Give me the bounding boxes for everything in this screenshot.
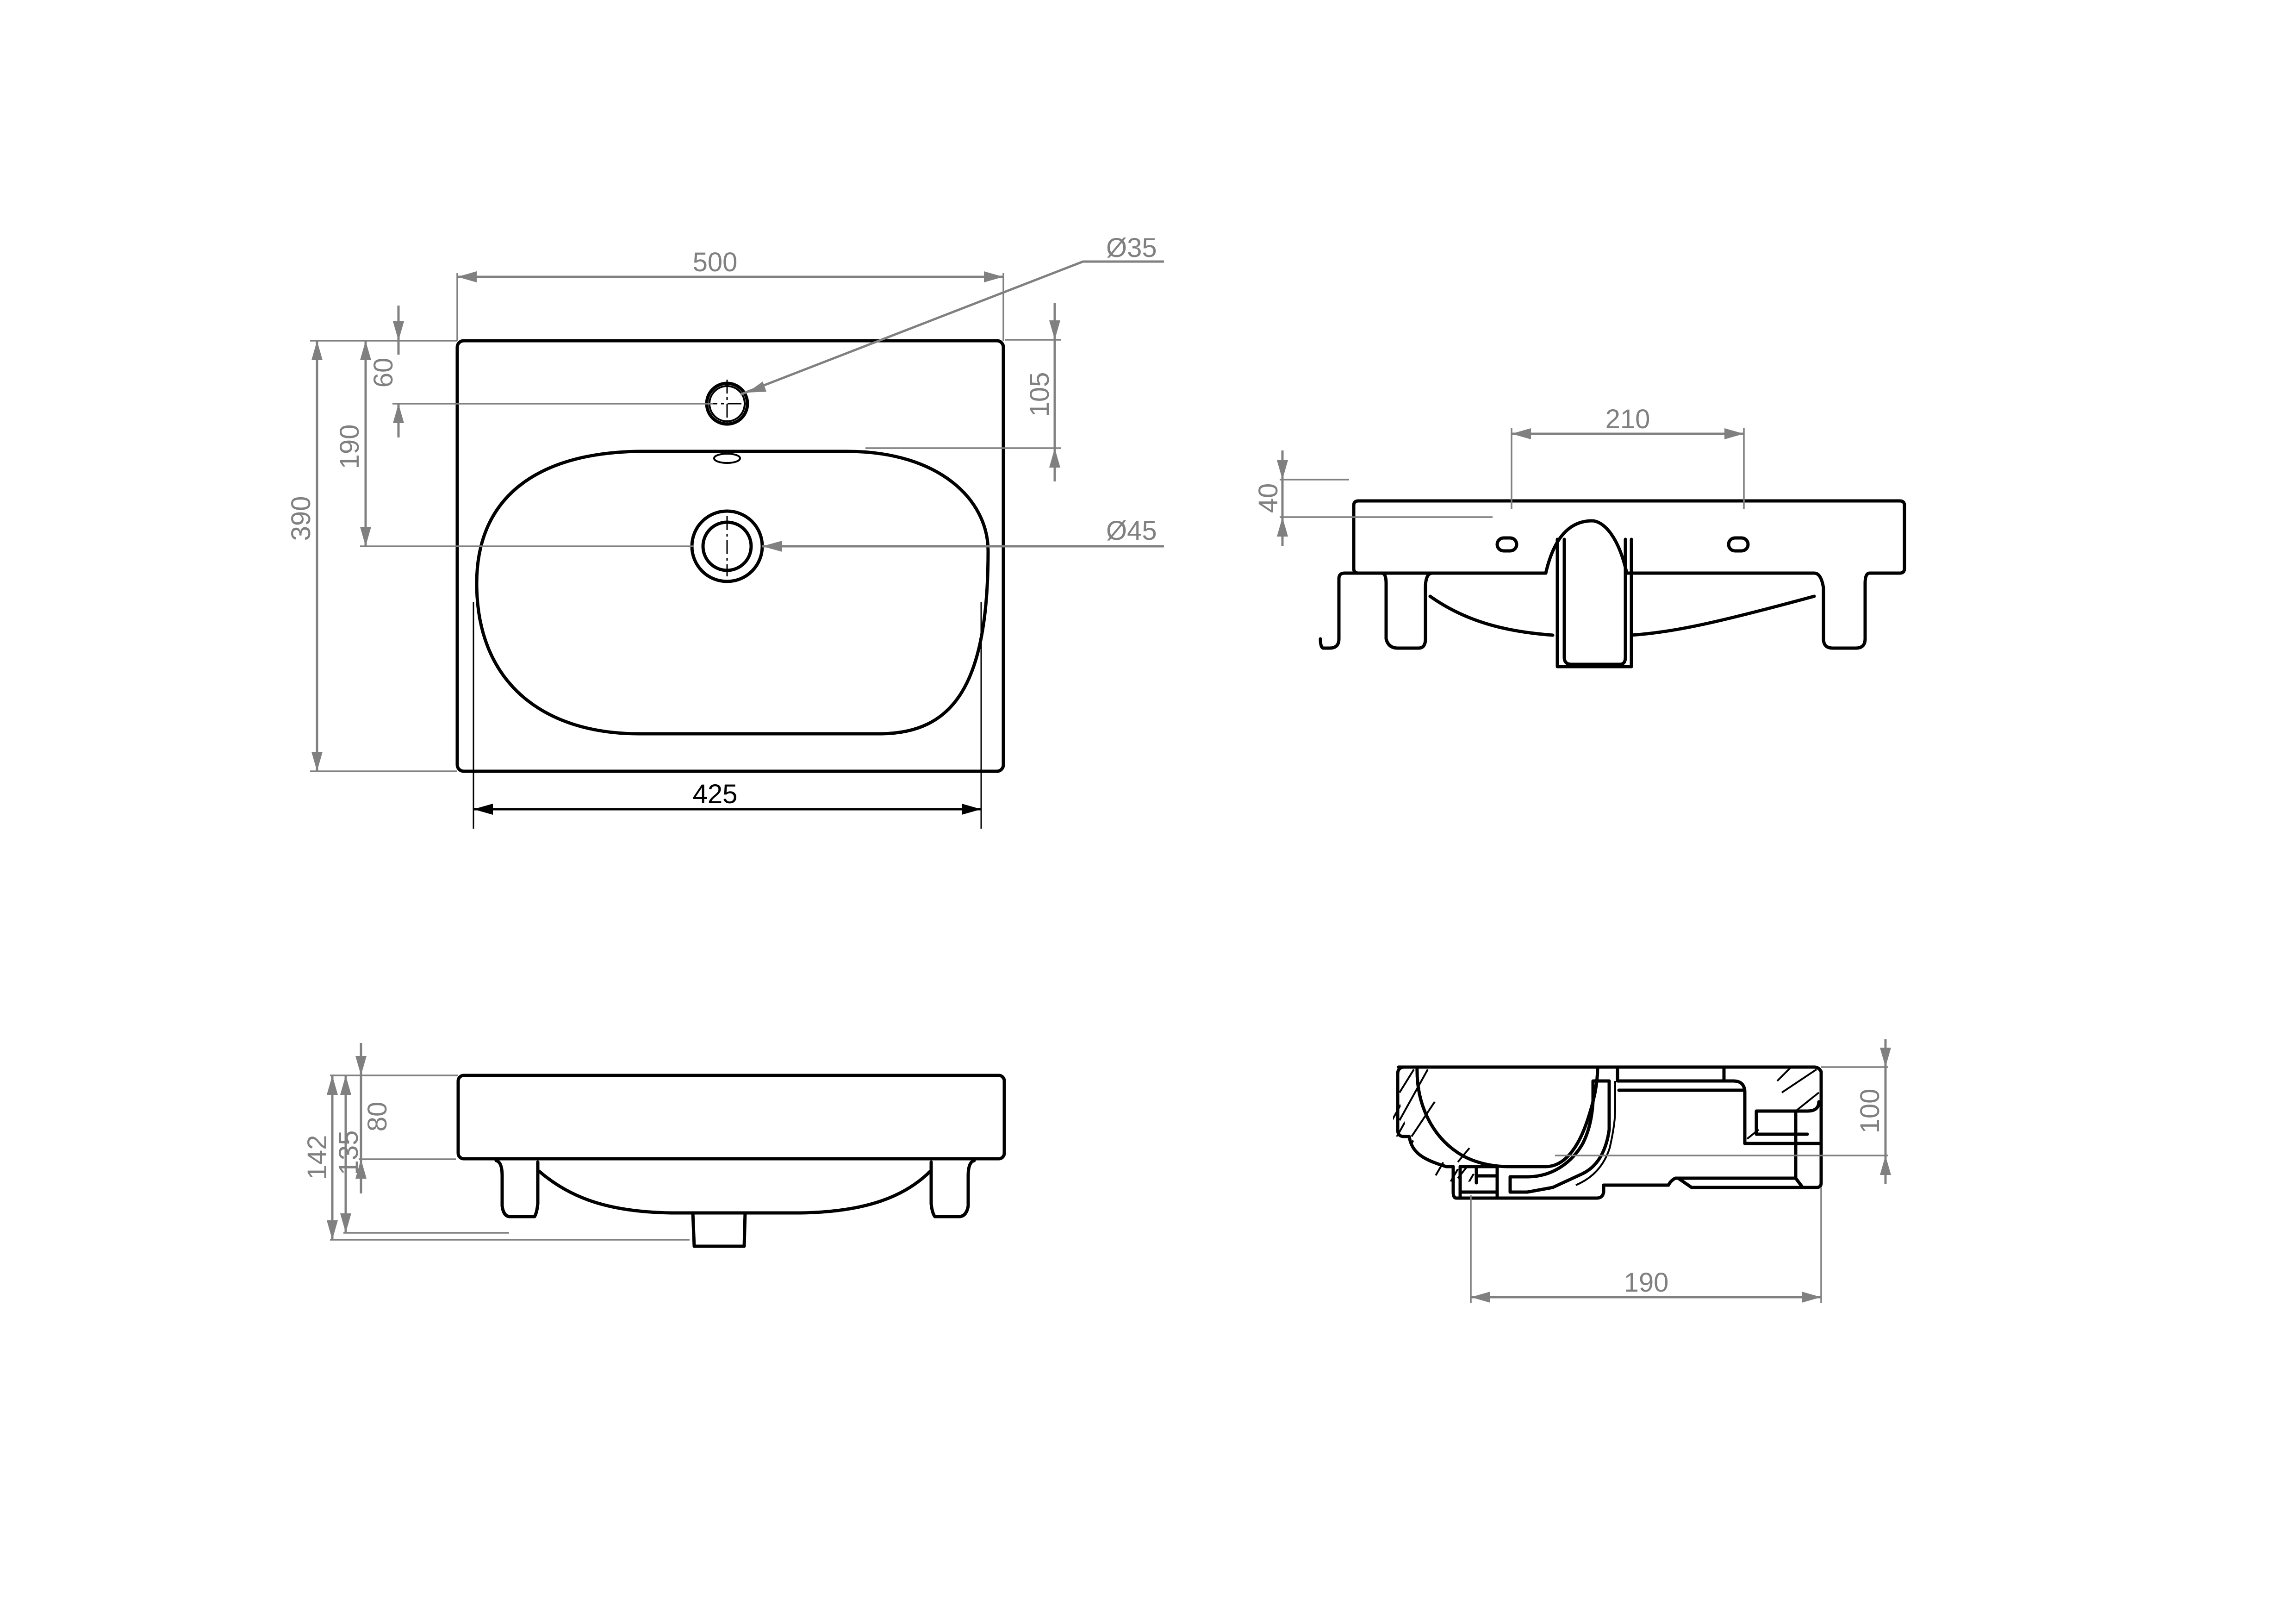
dim-drain-diameter: Ø45 xyxy=(1106,516,1157,546)
section-overflow-channel xyxy=(1508,1079,1611,1194)
section-outline xyxy=(1396,1065,1823,1200)
section-drain xyxy=(1458,1165,1499,1199)
mount-hole-left xyxy=(1495,536,1518,553)
rear-bowl-curve xyxy=(1428,594,1816,637)
overflow-hole xyxy=(713,453,741,464)
front-leg-right xyxy=(929,1159,976,1218)
section-bowl xyxy=(1415,1065,1599,1168)
front-leg-left xyxy=(494,1159,540,1218)
dim-mount-hole-height: 40 xyxy=(1253,483,1283,513)
section-rear-block xyxy=(1616,1065,1823,1180)
dim-overall-depth: 390 xyxy=(286,496,316,541)
bowl-outline xyxy=(475,450,990,736)
dim-drain-to-back: 190 xyxy=(1624,1268,1669,1298)
front-bowl-curve xyxy=(537,1169,932,1215)
dim-bowl-width: 425 xyxy=(693,779,738,809)
dim-mount-hole-spacing: 210 xyxy=(1605,404,1650,434)
dim-tap-offset: 60 xyxy=(368,358,398,388)
front-view: 142 135 80 xyxy=(302,1043,1006,1248)
top-view: 500 390 190 60 105 Ø35 Ø4 xyxy=(286,233,1164,829)
rear-outline xyxy=(1319,499,1906,650)
dim-bowl-edge-offset: 105 xyxy=(1025,372,1055,417)
front-drain-pipe xyxy=(691,1211,747,1248)
dim-section-depth: 100 xyxy=(1855,1089,1885,1134)
rear-slab xyxy=(1352,499,1548,650)
rear-drain-pipe xyxy=(1556,537,1633,668)
dim-tap-diameter: Ø35 xyxy=(1106,233,1157,263)
dim-total-height: 142 xyxy=(302,1135,332,1180)
dim-overall-width: 500 xyxy=(693,247,738,277)
mount-hole-right xyxy=(1727,536,1750,553)
rear-view: 210 40 xyxy=(1253,404,1906,668)
hatch-right-wall xyxy=(1457,1066,1820,1179)
section-view: 100 190 xyxy=(1393,1039,1891,1303)
hatch-left-wall xyxy=(1399,1068,1436,1137)
section-bottom-ledge xyxy=(1676,1176,1804,1189)
dim-drain-offset: 190 xyxy=(335,425,365,469)
front-rim xyxy=(456,1074,1006,1161)
section-overflow-channel-inner xyxy=(1575,1081,1616,1186)
dim-rim-height: 80 xyxy=(362,1102,392,1132)
basin-outline xyxy=(455,339,1005,773)
